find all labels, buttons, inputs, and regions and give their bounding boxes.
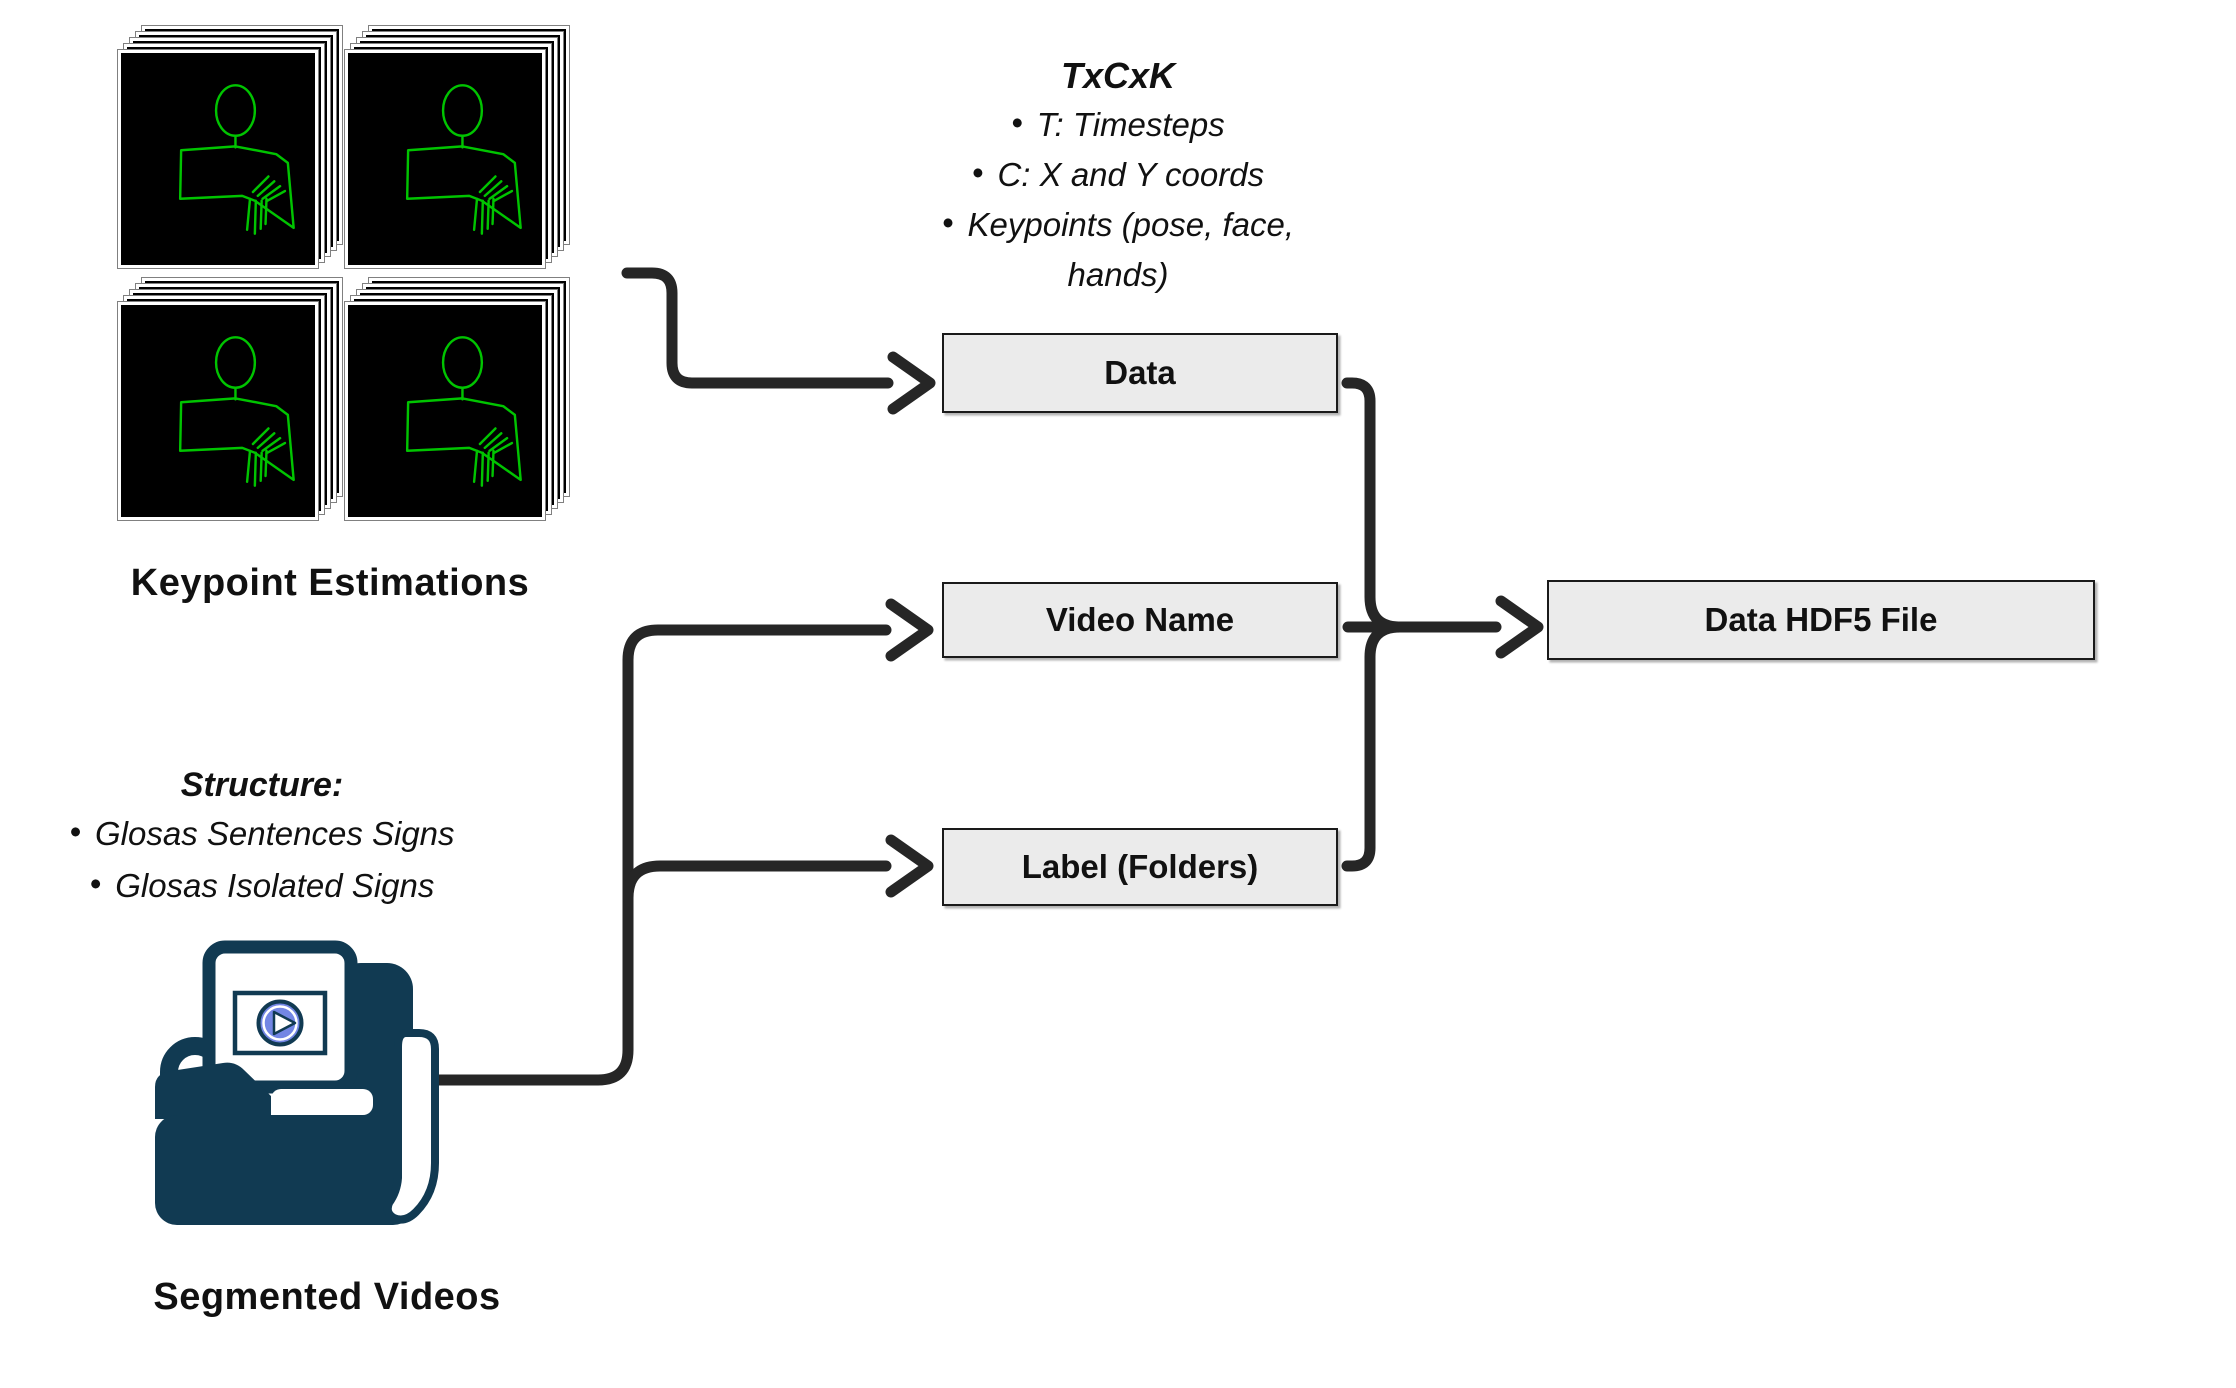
txcxk-title: TxCxK — [1060, 55, 1176, 96]
connector-data-to-merge — [1341, 377, 1406, 633]
arrow-videos-to-video-name-head — [885, 598, 934, 662]
structure-item: •Glosas Sentences Signs — [69, 813, 455, 852]
segmented-videos-label: Segmented Videos — [153, 1276, 501, 1318]
curled-page — [383, 1029, 439, 1224]
frame-card-front — [118, 302, 318, 520]
arrow-videos-to-label — [622, 860, 892, 904]
pose-skeleton-figure — [121, 53, 315, 265]
structure-title: Structure: — [180, 766, 344, 804]
txcxk-item: •T: Timesteps — [1011, 104, 1225, 143]
node-data-hdf5-file: Data HDF5 File — [1547, 580, 2095, 660]
keypoint-estimations-label: Keypoint Estimations — [130, 562, 530, 604]
txcxk-list: •T: Timesteps •C: X and Y coords •Keypoi… — [893, 100, 1343, 300]
folder-slot — [271, 1089, 373, 1115]
arrow-merge-to-hdf5-head — [1495, 595, 1544, 659]
folder-body — [155, 1115, 415, 1225]
txcxk-note: TxCxK •T: Timesteps •C: X and Y coords •… — [893, 52, 1343, 300]
folder-flap — [155, 1062, 271, 1119]
arrow-keypoints-to-data-head — [887, 351, 936, 415]
structure-list: •Glosas Sentences Signs •Glosas Isolated… — [22, 808, 502, 912]
frame-card-front — [118, 50, 318, 268]
structure-note: Structure: •Glosas Sentences Signs •Glos… — [22, 762, 502, 912]
pose-skeleton-figure — [348, 305, 542, 517]
node-video-name: Video Name — [942, 582, 1338, 658]
pose-skeleton-figure — [348, 53, 542, 265]
pose-frames-stack — [345, 26, 569, 268]
node-label-folders: Label (Folders) — [942, 828, 1338, 906]
arrow-videos-to-video-name — [431, 624, 892, 1086]
txcxk-item: •Keypoints (pose, face, hands) — [941, 204, 1295, 293]
play-triangle — [272, 1010, 297, 1036]
connector-label-to-merge — [1341, 621, 1406, 872]
node-data: Data — [942, 333, 1338, 413]
play-icon-ring — [262, 1005, 298, 1041]
pose-frames-stack — [118, 26, 342, 268]
pose-skeleton-figure — [121, 305, 315, 517]
pose-frames-stack — [345, 278, 569, 520]
structure-item: •Glosas Isolated Signs — [89, 865, 435, 904]
arrow-videos-to-label-head — [885, 834, 934, 898]
frame-card-front — [345, 50, 545, 268]
pose-frames-stack — [118, 278, 342, 520]
txcxk-item: •C: X and Y coords — [971, 154, 1265, 193]
folder-video-icon — [155, 940, 439, 1225]
frame-card-front — [345, 302, 545, 520]
arrow-keypoints-to-data — [621, 267, 894, 389]
